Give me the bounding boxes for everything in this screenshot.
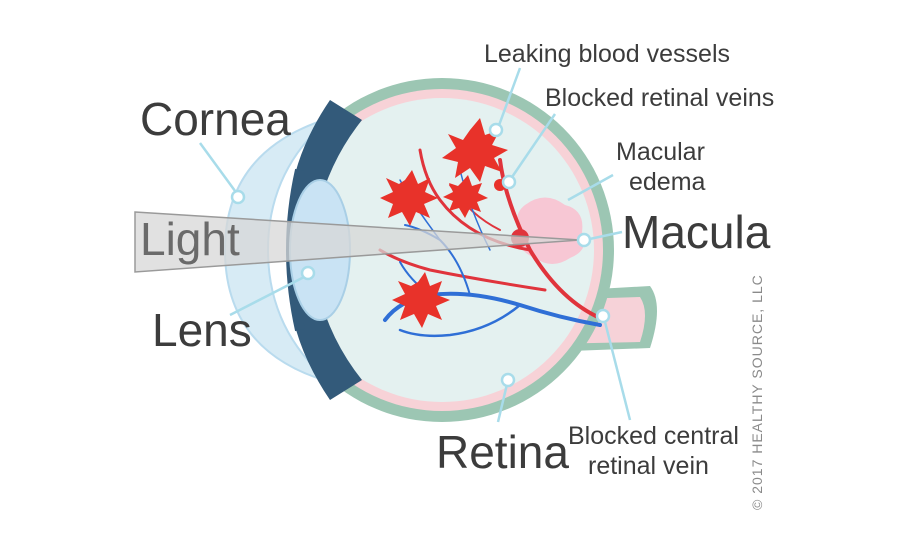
lens-label: Lens xyxy=(152,304,252,356)
light-label: Light xyxy=(140,213,240,265)
ciliary-body xyxy=(290,100,362,210)
copyright-text: © 2017 HEALTHY SOURCE, LLC xyxy=(749,274,765,510)
macular-edema-blob xyxy=(516,197,585,264)
blocked-central-vein-label-line1: Blocked central xyxy=(568,422,739,450)
leader-lines xyxy=(198,67,632,423)
blocked-retinal-veins-label: Blocked retinal veins xyxy=(545,84,774,112)
blocked-central-vein-label-line2: retinal vein xyxy=(588,452,709,480)
retina-label: Retina xyxy=(436,426,569,478)
ciliary-body-lower xyxy=(290,290,362,400)
leaking-blood-vessels-label: Leaking blood vessels xyxy=(484,40,730,68)
light-beam xyxy=(134,211,581,273)
macular-edema-label-line1: Macular xyxy=(616,138,705,166)
macula-label: Macula xyxy=(622,206,771,258)
macular-edema-label-line2: edema xyxy=(629,168,706,196)
cornea-label: Cornea xyxy=(140,93,291,145)
